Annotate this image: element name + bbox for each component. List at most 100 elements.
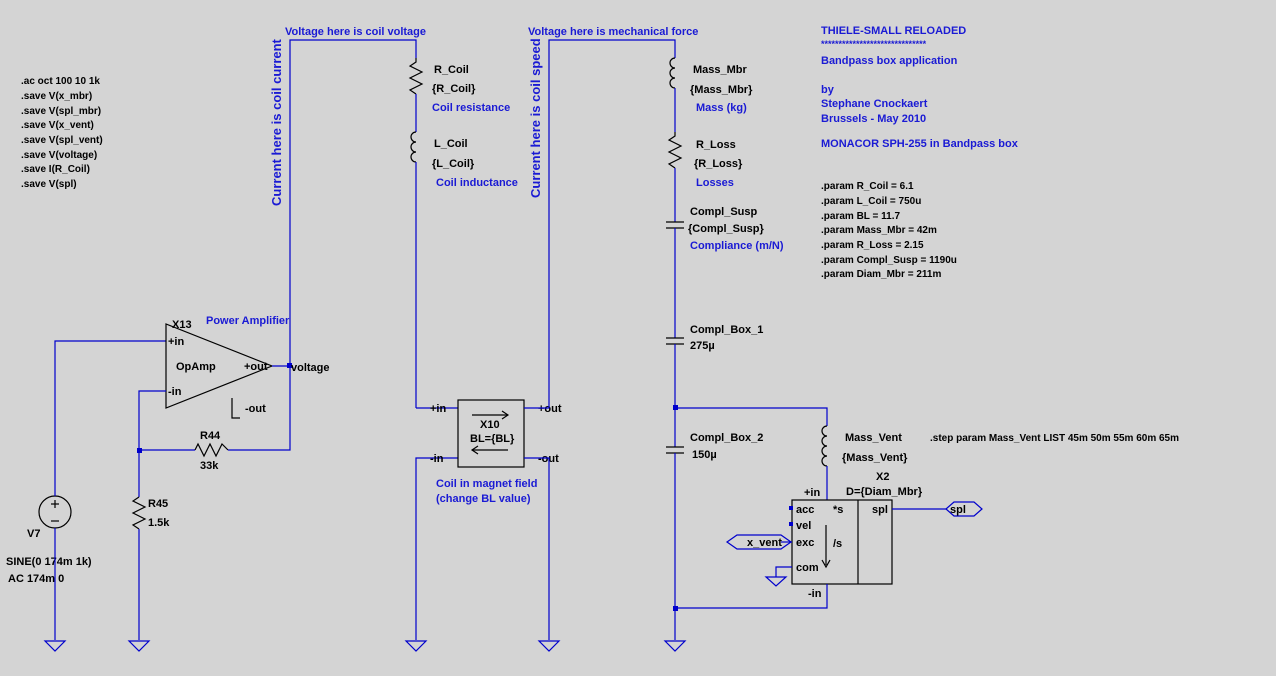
l-coil-value[interactable]: {L_Coil} xyxy=(432,158,475,170)
x2-value[interactable]: D={Diam_Mbr} xyxy=(846,486,923,498)
note-mech-force[interactable]: Voltage here is mechanical force xyxy=(528,26,698,38)
resistor-r-loss[interactable] xyxy=(667,132,683,169)
subtitle[interactable]: Bandpass box application xyxy=(821,55,958,67)
note-magnet-2[interactable]: (change BL value) xyxy=(436,493,531,505)
v7-value[interactable]: SINE(0 174m 1k) xyxy=(6,556,92,568)
x2-pin-acc: acc xyxy=(796,504,814,516)
header-comment: THIELE-SMALL RELOADED ******************… xyxy=(821,25,1019,150)
inductor-l-coil[interactable] xyxy=(410,131,417,163)
author[interactable]: Stephane Cnockaert xyxy=(821,98,928,110)
directive-line[interactable]: .save V(x_vent) xyxy=(21,120,94,131)
x10-name[interactable]: X10 xyxy=(480,419,500,431)
wire xyxy=(228,366,291,451)
param-line[interactable]: .param R_Loss = 2.15 xyxy=(821,240,924,251)
inductor-mass-mbr[interactable] xyxy=(669,57,676,89)
note-magnet-1[interactable]: Coil in magnet field xyxy=(436,478,537,490)
inductor-mass-vent[interactable] xyxy=(821,425,828,467)
param-line[interactable]: .param L_Coil = 750u xyxy=(821,196,921,207)
r44-value[interactable]: 33k xyxy=(200,460,219,472)
r-coil-value[interactable]: {R_Coil} xyxy=(432,83,476,95)
l-coil-name[interactable]: L_Coil xyxy=(434,138,468,150)
param-line[interactable]: .param R_Coil = 6.1 xyxy=(821,181,914,192)
x2-pin-in-plus: +in xyxy=(804,487,820,499)
location-date[interactable]: Brussels - May 2010 xyxy=(821,113,926,125)
wire xyxy=(289,39,417,366)
x13-name[interactable]: X13 xyxy=(172,319,192,331)
title-stars: ****************************** xyxy=(821,39,927,49)
l-coil-desc[interactable]: Coil inductance xyxy=(436,177,518,189)
compl-box-1-value[interactable]: 275µ xyxy=(690,340,715,352)
x2-name[interactable]: X2 xyxy=(876,471,889,483)
mass-vent-name[interactable]: Mass_Vent xyxy=(845,432,902,444)
pin-node xyxy=(789,522,793,526)
x13-body-label: OpAmp xyxy=(176,361,216,373)
mass-mbr-name[interactable]: Mass_Mbr xyxy=(693,64,748,76)
step-directive[interactable]: .step param Mass_Vent LIST 45m 50m 55m 6… xyxy=(930,433,1179,444)
r-coil-name[interactable]: R_Coil xyxy=(434,64,469,76)
r-loss-desc[interactable]: Losses xyxy=(696,177,734,189)
directive-line[interactable]: .ac oct 100 10 1k xyxy=(21,76,100,87)
compl-box-2-value[interactable]: 150µ xyxy=(692,449,717,461)
directive-line[interactable]: .save V(x_mbr) xyxy=(21,91,92,102)
param-line[interactable]: .param Diam_Mbr = 211m xyxy=(821,269,941,280)
note-coil-current[interactable]: Current here is coil current xyxy=(269,38,284,206)
x10-pin-in-plus: +in xyxy=(430,403,446,415)
gyrator-x10[interactable] xyxy=(457,399,525,468)
r-coil-desc[interactable]: Coil resistance xyxy=(432,102,510,114)
net-label-x-vent[interactable]: x_vent xyxy=(747,537,782,549)
x13-pin-in-minus: -in xyxy=(168,386,182,398)
v7-source[interactable] xyxy=(38,495,72,529)
r45-value[interactable]: 1.5k xyxy=(148,517,170,529)
resistor-r-coil[interactable] xyxy=(408,58,424,95)
resistor-r45[interactable] xyxy=(131,496,147,530)
ground-symbol xyxy=(537,640,561,652)
v7-name[interactable]: V7 xyxy=(27,528,40,540)
x2-op-mul-s: *s xyxy=(833,504,843,516)
compl-box-2-name[interactable]: Compl_Box_2 xyxy=(690,432,763,444)
mass-mbr-value[interactable]: {Mass_Mbr} xyxy=(690,84,753,96)
param-directives: .param R_Coil = 6.1 .param L_Coil = 750u… xyxy=(821,181,957,280)
compl-susp-name[interactable]: Compl_Susp xyxy=(690,206,758,218)
speaker-note[interactable]: MONACOR SPH-255 in Bandpass box xyxy=(821,138,1019,150)
wire xyxy=(675,584,828,609)
compl-susp-value[interactable]: {Compl_Susp} xyxy=(688,223,765,235)
net-label-voltage[interactable]: voltage xyxy=(291,362,330,374)
param-line[interactable]: .param BL = 11.7 xyxy=(821,211,900,222)
note-power-amp[interactable]: Power Amplifier xyxy=(206,315,290,327)
r45-name[interactable]: R45 xyxy=(148,498,168,510)
compl-susp-desc[interactable]: Compliance (m/N) xyxy=(690,240,784,252)
r-loss-value[interactable]: {R_Loss} xyxy=(694,158,743,170)
net-flag-spl[interactable] xyxy=(945,501,983,517)
x2-pin-exc: exc xyxy=(796,537,814,549)
capacitor-compl-box-2[interactable] xyxy=(666,446,684,454)
x13-minus-out-stub xyxy=(231,398,240,419)
ground-symbol xyxy=(127,640,151,652)
x10-value[interactable]: BL={BL} xyxy=(470,433,515,445)
note-coil-speed[interactable]: Current here is coil speed xyxy=(528,38,543,198)
by-label[interactable]: by xyxy=(821,84,835,96)
note-coil-voltage[interactable]: Voltage here is coil voltage xyxy=(285,26,426,38)
mass-vent-value[interactable]: {Mass_Vent} xyxy=(842,452,908,464)
capacitor-compl-susp[interactable] xyxy=(666,221,684,229)
v7-ac[interactable]: AC 174m 0 xyxy=(8,573,64,585)
x13-pin-out-minus: -out xyxy=(245,403,266,415)
directive-line[interactable]: .save V(spl_vent) xyxy=(21,135,103,146)
ground-symbol xyxy=(404,640,428,652)
capacitor-compl-box-1[interactable] xyxy=(666,337,684,345)
mass-mbr-desc[interactable]: Mass (kg) xyxy=(696,102,747,114)
r44-name[interactable]: R44 xyxy=(200,430,221,442)
param-line[interactable]: .param Compl_Susp = 1190u xyxy=(821,255,957,266)
net-label-spl[interactable]: spl xyxy=(950,504,966,516)
title[interactable]: THIELE-SMALL RELOADED xyxy=(821,25,966,37)
param-line[interactable]: .param Mass_Mbr = 42m xyxy=(821,225,937,236)
directive-line[interactable]: .save V(spl_mbr) xyxy=(21,106,101,117)
resistor-r44[interactable] xyxy=(194,442,229,458)
directive-line[interactable]: .save V(voltage) xyxy=(21,150,97,161)
directive-line[interactable]: .save I(R_Coil) xyxy=(21,164,90,175)
directive-line[interactable]: .save V(spl) xyxy=(21,179,77,190)
compl-box-1-name[interactable]: Compl_Box_1 xyxy=(690,324,763,336)
r-loss-name[interactable]: R_Loss xyxy=(696,139,736,151)
x2-pin-in-minus: -in xyxy=(808,588,822,600)
net-flag-x-vent[interactable] xyxy=(725,534,793,550)
